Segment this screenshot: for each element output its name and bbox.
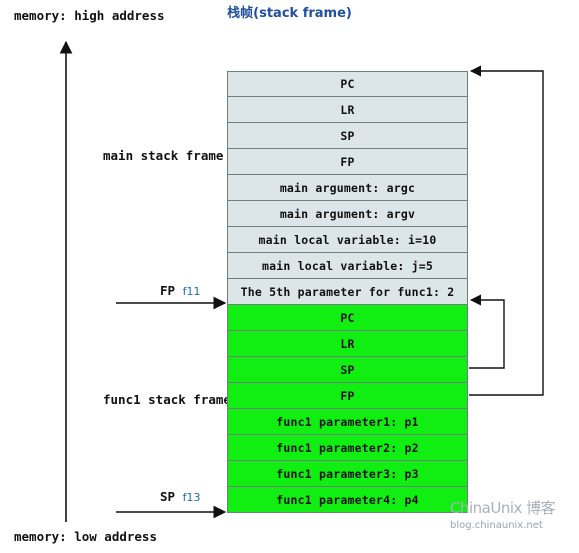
func1-stack-cell: func1 parameter2: p2 (227, 435, 468, 461)
fp-pointer-name: FP (160, 283, 176, 298)
main-stack-frame-label: main stack frame (103, 148, 224, 163)
fp-link-arrow (469, 65, 544, 396)
func1-stack-cell: func1 parameter4: p4 (227, 487, 468, 513)
chinaunix-watermark: ChinaUnix 博客 blog.chinaunix.net (450, 497, 556, 531)
main-stack-cell: SP (227, 123, 468, 149)
sp-pointer-label: SP f13 (160, 489, 200, 504)
watermark-url: blog.chinaunix.net (450, 520, 543, 531)
diagram-title: 栈帧(stack frame) (227, 6, 352, 21)
main-stack-cell: The 5th parameter for func1: 2 (227, 279, 468, 305)
sp-link-arrow (469, 294, 505, 369)
func1-stack-cell: func1 parameter3: p3 (227, 461, 468, 487)
main-stack-cell: LR (227, 97, 468, 123)
sp-pointer-sub: f13 (182, 491, 201, 504)
watermark-logo: ChinaUnix 博客 (450, 499, 556, 517)
main-stack-cell: main argument: argc (227, 175, 468, 201)
fp-pointer-label: FP f11 (160, 283, 200, 298)
func1-stack-cell: SP (227, 357, 468, 383)
func1-stack-cell: LR (227, 331, 468, 357)
memory-low-address-label: memory: low address (14, 529, 157, 544)
main-stack-cell: FP (227, 149, 468, 175)
func1-stack-frame-label: func1 stack frame (103, 392, 231, 407)
memory-high-address-label: memory: high address (14, 8, 165, 23)
fp-pointer-sub: f11 (182, 285, 201, 298)
main-stack-cell: main local variable: i=10 (227, 227, 468, 253)
main-stack-cell: main argument: argv (227, 201, 468, 227)
func1-stack-cell: FP (227, 383, 468, 409)
main-stack-cell: PC (227, 71, 468, 97)
func1-stack-cell: PC (227, 305, 468, 331)
main-stack-cell: main local variable: j=5 (227, 253, 468, 279)
func1-stack-cell: func1 parameter1: p1 (227, 409, 468, 435)
sp-pointer-name: SP (160, 489, 176, 504)
